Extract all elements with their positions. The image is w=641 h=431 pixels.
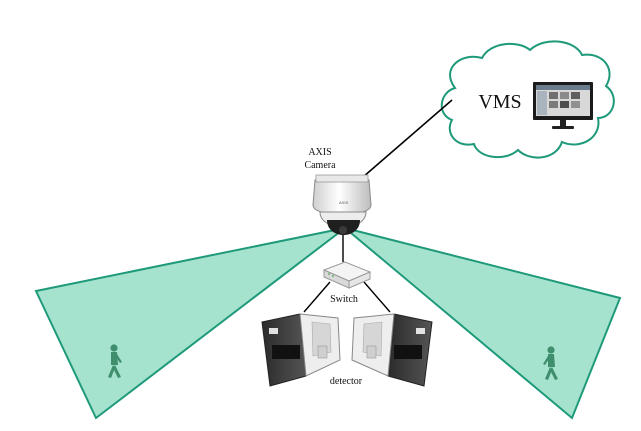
dome-camera-icon: AXIS — [312, 174, 372, 235]
switch-left-detector-link — [303, 281, 331, 313]
walking-person-icon — [108, 344, 122, 378]
motion-detector-icon — [261, 313, 341, 387]
walking-person-icon — [543, 346, 558, 380]
svg-text:AXIS: AXIS — [339, 200, 348, 205]
network-switch-icon — [322, 261, 372, 289]
switch-right-detector-link — [363, 281, 391, 313]
motion-detector-icon — [351, 313, 433, 387]
camera-label-line2: Camera — [304, 160, 336, 171]
detector-label: detector — [330, 376, 363, 387]
vms-label: VMS — [478, 91, 521, 113]
monitor-icon — [533, 82, 593, 129]
switch-label: Switch — [330, 294, 358, 305]
camera-label-line1: AXIS — [308, 147, 331, 158]
